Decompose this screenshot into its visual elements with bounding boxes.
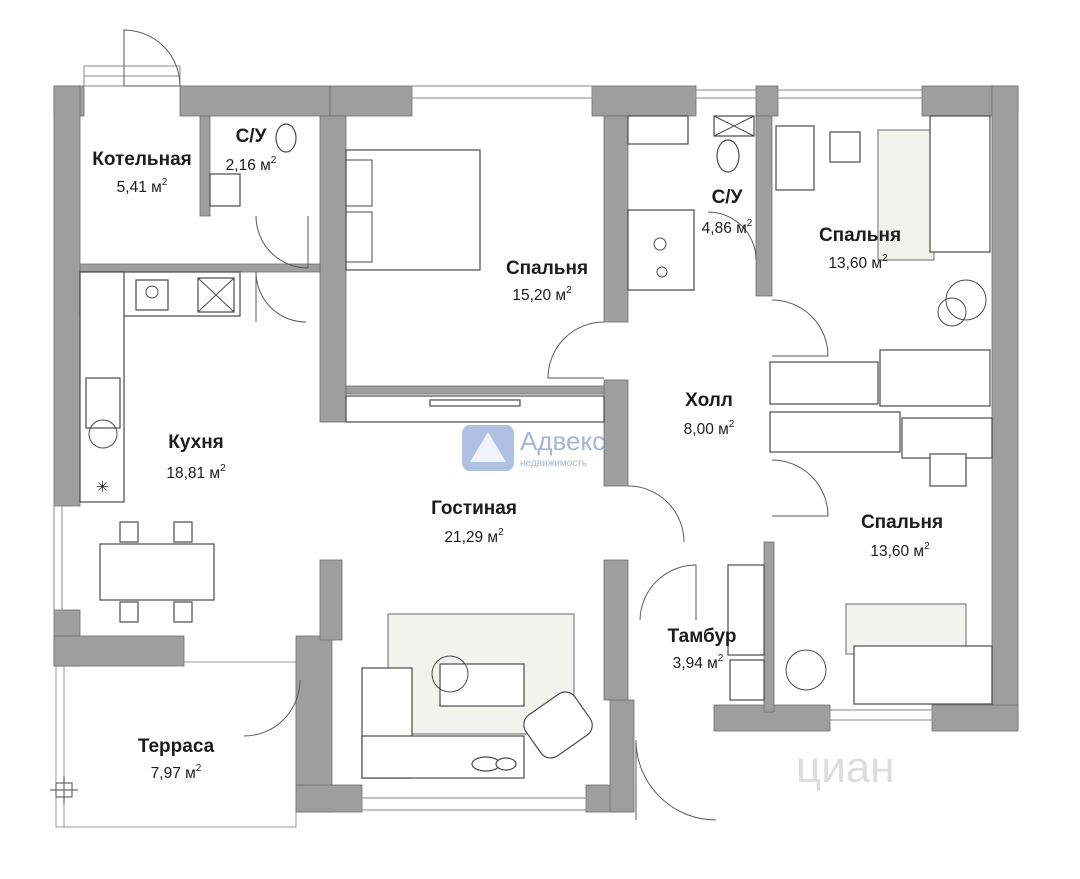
area-unit-superscript: 2 [220,463,226,474]
windows [53,65,933,811]
room-area-living: 21,29 м2 [444,527,504,546]
single-bed-2 [853,645,993,705]
area-unit-superscript: 2 [718,653,724,664]
brand-name: Адвекс [520,426,605,456]
room-area-value: 4,86 м [702,220,747,237]
dishwasher-icon [88,419,118,449]
area-unit-superscript: 2 [729,419,735,430]
room-area-bedroom2: 13,60 м2 [828,253,888,272]
area-unit-superscript: 2 [882,253,888,264]
room-area-boiler: 5,41 м2 [117,177,168,196]
office-chair-2 [929,453,967,487]
room-area-value: 2,16 м [226,157,271,174]
room-area-value: 7,97 м [151,765,196,782]
room-area-value: 15,20 м [512,287,566,304]
room-name-wc2: С/У [712,187,743,208]
room-area-wc1: 2,16 м2 [226,155,277,174]
double-bed [345,149,481,271]
room-area-hall: 8,00 м2 [684,419,735,438]
area-unit-superscript: 2 [747,218,753,229]
room-area-vestibule: 3,94 м2 [673,653,724,672]
room-area-value: 3,94 м [673,655,718,672]
closet-1 [769,361,879,405]
desk-2 [901,417,993,459]
room-name-kitchen: Кухня [168,432,224,453]
round-table-2 [785,649,827,691]
double-sink-icon [627,115,689,145]
closet-2 [769,411,901,453]
room-area-value: 21,29 м [444,529,498,546]
furniture: ✳ [79,115,993,779]
tv-icon [429,399,521,407]
sofa [361,735,525,779]
area-unit-superscript: 2 [924,541,930,552]
office-chair [829,131,861,163]
room-area-kitchen: 18,81 м2 [166,463,226,482]
coffee-table [439,663,525,707]
room-name-boiler: Котельная [92,149,191,170]
single-bed [929,115,991,253]
round-table [945,279,987,321]
room-name-wc1: С/У [236,126,267,147]
room-name-bedroom1: Спальня [506,258,588,279]
doors [123,29,829,821]
room-name-vestibule: Тамбур [668,626,737,647]
sofa-bed2 [879,349,991,407]
dining-table [99,543,215,601]
room-name-bedroom3: Спальня [861,512,943,533]
sink-icon [135,279,169,311]
cian-watermark: циан [796,743,895,792]
room-name-terrace: Терраса [138,736,215,757]
asterisk-icon: ✳ [96,479,109,496]
area-unit-superscript: 2 [566,285,572,296]
area-unit-superscript: 2 [196,763,202,774]
room-area-value: 18,81 м [166,465,220,482]
toilet-icon-2 [716,139,740,173]
room-area-value: 8,00 м [684,421,729,438]
terrace-corner-marker [50,776,78,804]
advecs-watermark: Адвекс недвижимость [462,425,605,471]
area-unit-superscript: 2 [498,527,504,538]
shower-icon [209,173,241,207]
room-area-value: 13,60 м [870,543,924,560]
room-name-hall: Холл [685,390,733,411]
room-area-value: 5,41 м [117,179,162,196]
room-name-bedroom2: Спальня [819,225,901,246]
room-area-bedroom3: 13,60 м2 [870,541,930,560]
area-unit-superscript: 2 [162,177,168,188]
room-area-value: 13,60 м [828,255,882,272]
room-area-wc2: 4,86 м2 [702,218,753,237]
room-area-terrace: 7,97 м2 [151,763,202,782]
shoe-rack [727,564,765,656]
room-name-living: Гостиная [431,498,517,519]
desk [775,125,815,191]
terrace-outline [50,661,297,828]
room-area-bedroom1: 15,20 м2 [512,285,572,304]
walls [53,85,1019,813]
area-unit-superscript: 2 [271,155,277,166]
armchair [523,691,593,759]
toilet-icon [275,123,297,153]
brand-tagline: недвижимость [520,458,587,469]
